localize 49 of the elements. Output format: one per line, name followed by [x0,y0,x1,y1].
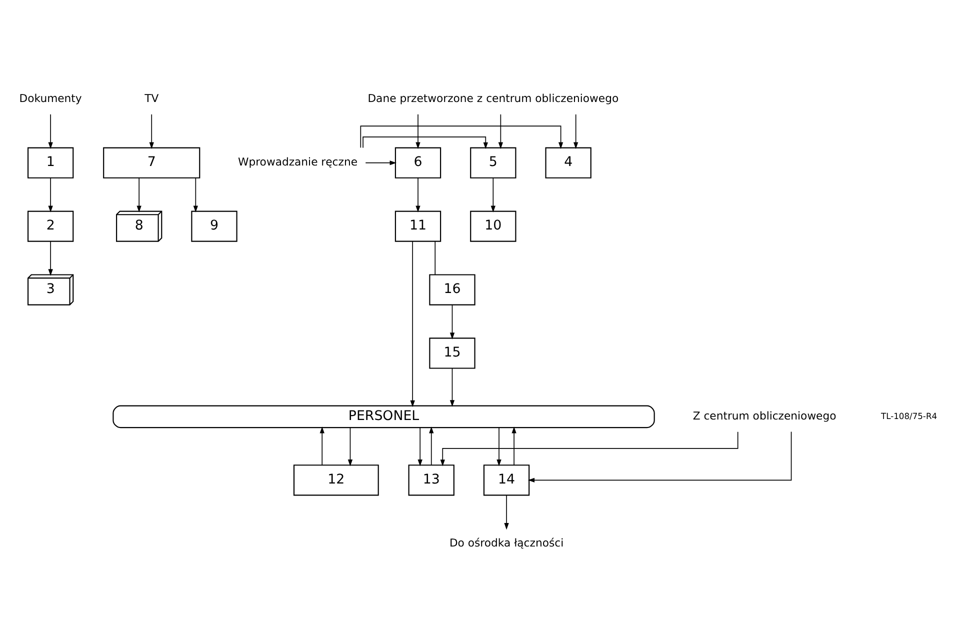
node-box: 7 [103,147,200,178]
node-box: PERSONEL [112,405,655,428]
arrow [504,494,509,530]
arrow [418,427,422,466]
arrow [528,431,792,482]
node-text: Dokumenty [19,92,82,106]
arrow [498,114,504,149]
node-text: Wprowadzanie ręczne [238,156,358,169]
node-text: Z centrum obliczeniowego [692,410,836,423]
arrow [450,368,455,407]
node-box: 6 [394,147,442,178]
node-box: 14 [483,464,530,496]
node-box: 12 [293,464,379,496]
arrow [410,241,415,408]
node-box: 11 [394,210,442,242]
arrow [416,177,420,212]
arrow [512,426,516,466]
node-box: 4 [545,147,592,178]
arrow [193,177,198,212]
node-box: 10 [470,210,516,242]
label: TL-108/75-R4 [880,410,938,421]
arrow [360,126,564,149]
arrow [490,177,496,212]
node-text: TV [144,92,159,106]
arrow [149,114,154,149]
connector [434,240,436,276]
arrow [362,136,488,150]
arrow [348,427,353,466]
node-box: 5 [470,147,516,178]
node-box: 15 [429,338,476,369]
node-box: 2 [27,210,74,242]
node-box: 13 [408,464,454,496]
arrow [48,240,53,276]
arrow [416,114,420,149]
node-box: 9 [191,210,238,242]
node-text: Do ośrodka łączności [449,536,564,550]
arrow [573,114,578,149]
arrow [429,426,434,466]
node-text: Dane przetworzone z centrum obliczeniowego [368,92,619,106]
arrow [496,427,502,466]
arrow [48,114,53,149]
arrow [136,177,142,212]
node-box: 1 [27,147,74,178]
arrow [450,304,455,340]
arrow [365,160,396,166]
arrow [320,426,324,466]
arrow [440,431,738,466]
arrow [48,177,53,212]
node-box: 16 [429,274,476,306]
